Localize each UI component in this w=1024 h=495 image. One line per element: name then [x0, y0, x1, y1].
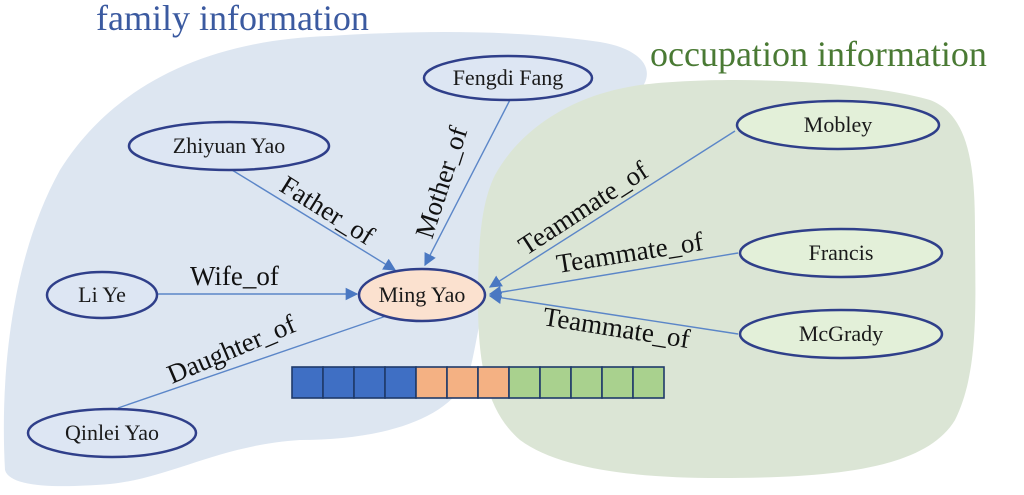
node-label-mcgrady: McGrady — [799, 321, 883, 346]
node-label-li-ye: Li Ye — [78, 282, 126, 307]
embedding-cell — [632, 366, 665, 399]
embedding-cell — [322, 366, 355, 399]
node-li-ye: Li Ye — [45, 270, 159, 320]
node-label-ming-yao: Ming Yao — [379, 282, 466, 307]
node-label-mobley: Mobley — [804, 112, 872, 137]
edge-label-wife-of: Wife_of — [190, 261, 279, 291]
edge-francis-to-ming-yao — [488, 252, 739, 299]
node-label-francis: Francis — [809, 240, 874, 265]
node-francis: Francis — [738, 227, 944, 279]
embedding-cell — [508, 366, 541, 399]
embedding-bar — [291, 366, 665, 399]
node-ming-yao: Ming Yao — [357, 267, 487, 323]
node-qinlei-yao: Qinlei Yao — [26, 407, 198, 459]
node-mcgrady: McGrady — [738, 308, 944, 360]
embedding-cell — [446, 366, 479, 399]
edge-fengdi-fang-to-ming-yao — [424, 95, 513, 267]
embedding-cell — [570, 366, 603, 399]
embedding-cell — [291, 366, 324, 399]
embedding-cell — [601, 366, 634, 399]
embedding-cell — [477, 366, 510, 399]
edge-mcgrady-to-ming-yao — [488, 291, 739, 335]
node-label-qinlei-yao: Qinlei Yao — [65, 420, 159, 445]
node-zhiyuan-yao: Zhiyuan Yao — [127, 120, 331, 172]
embedding-cell — [353, 366, 386, 399]
edge-qinlei-yao-to-ming-yao — [117, 313, 393, 409]
occupation-information-title: occupation information — [650, 34, 987, 74]
embedding-cell — [384, 366, 417, 399]
edge-mobley-to-ming-yao — [488, 130, 736, 288]
node-label-fengdi-fang: Fengdi Fang — [453, 65, 564, 90]
embedding-cell — [539, 366, 572, 399]
edge-zhiyuan-yao-to-ming-yao — [231, 169, 397, 271]
node-fengdi-fang: Fengdi Fang — [422, 54, 594, 102]
family-information-title: family information — [96, 0, 369, 38]
embedding-cell — [415, 366, 448, 399]
node-label-zhiyuan-yao: Zhiyuan Yao — [173, 133, 285, 158]
node-mobley: Mobley — [735, 99, 941, 151]
